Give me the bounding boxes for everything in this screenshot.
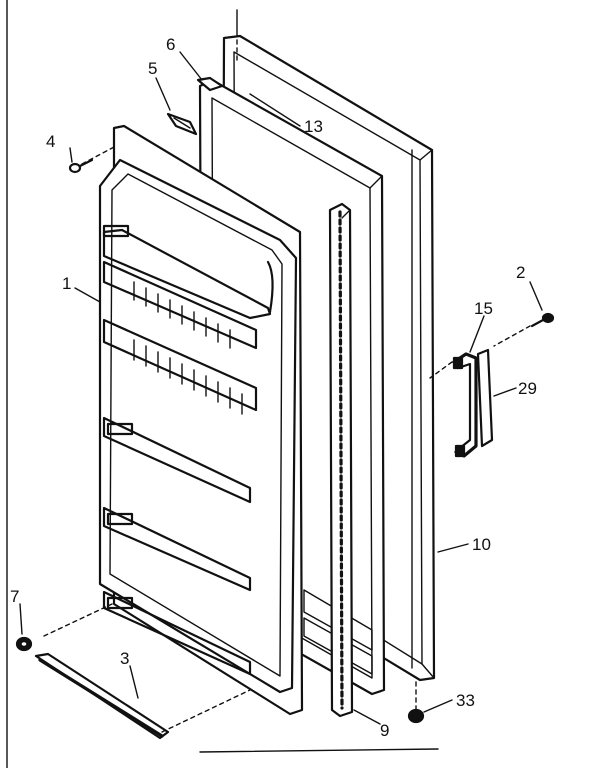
screw-2 [530, 312, 555, 328]
callout-15: 15 [474, 299, 493, 318]
screw-4 [68, 158, 94, 174]
callout-5: 5 [148, 59, 157, 78]
leader-lines [19, 51, 543, 725]
top-hinge-bracket [166, 112, 198, 136]
top-cover-strip [196, 76, 224, 92]
callout-2: 2 [516, 263, 525, 282]
door-gasket [328, 202, 354, 718]
bottom-bumper [407, 708, 425, 724]
inner-door-liner [98, 124, 304, 716]
bottom-border-line [199, 748, 439, 753]
bottom-trim-strip [34, 652, 170, 740]
callout-29: 29 [518, 379, 537, 398]
shelf-slots [133, 281, 243, 415]
callout-7: 7 [10, 587, 19, 606]
door-handle [452, 352, 478, 458]
callout-3: 3 [120, 649, 129, 668]
handle-trim [476, 348, 494, 448]
hinge-plug [15, 636, 33, 652]
assembly-guides [43, 39, 531, 733]
callout-10: 10 [472, 535, 491, 554]
callout-6: 6 [166, 35, 175, 54]
callout-9: 9 [380, 721, 389, 740]
callout-1: 1 [62, 274, 71, 293]
callout-33: 33 [456, 691, 475, 710]
callout-13: 13 [304, 117, 323, 136]
callout-4: 4 [46, 132, 55, 151]
